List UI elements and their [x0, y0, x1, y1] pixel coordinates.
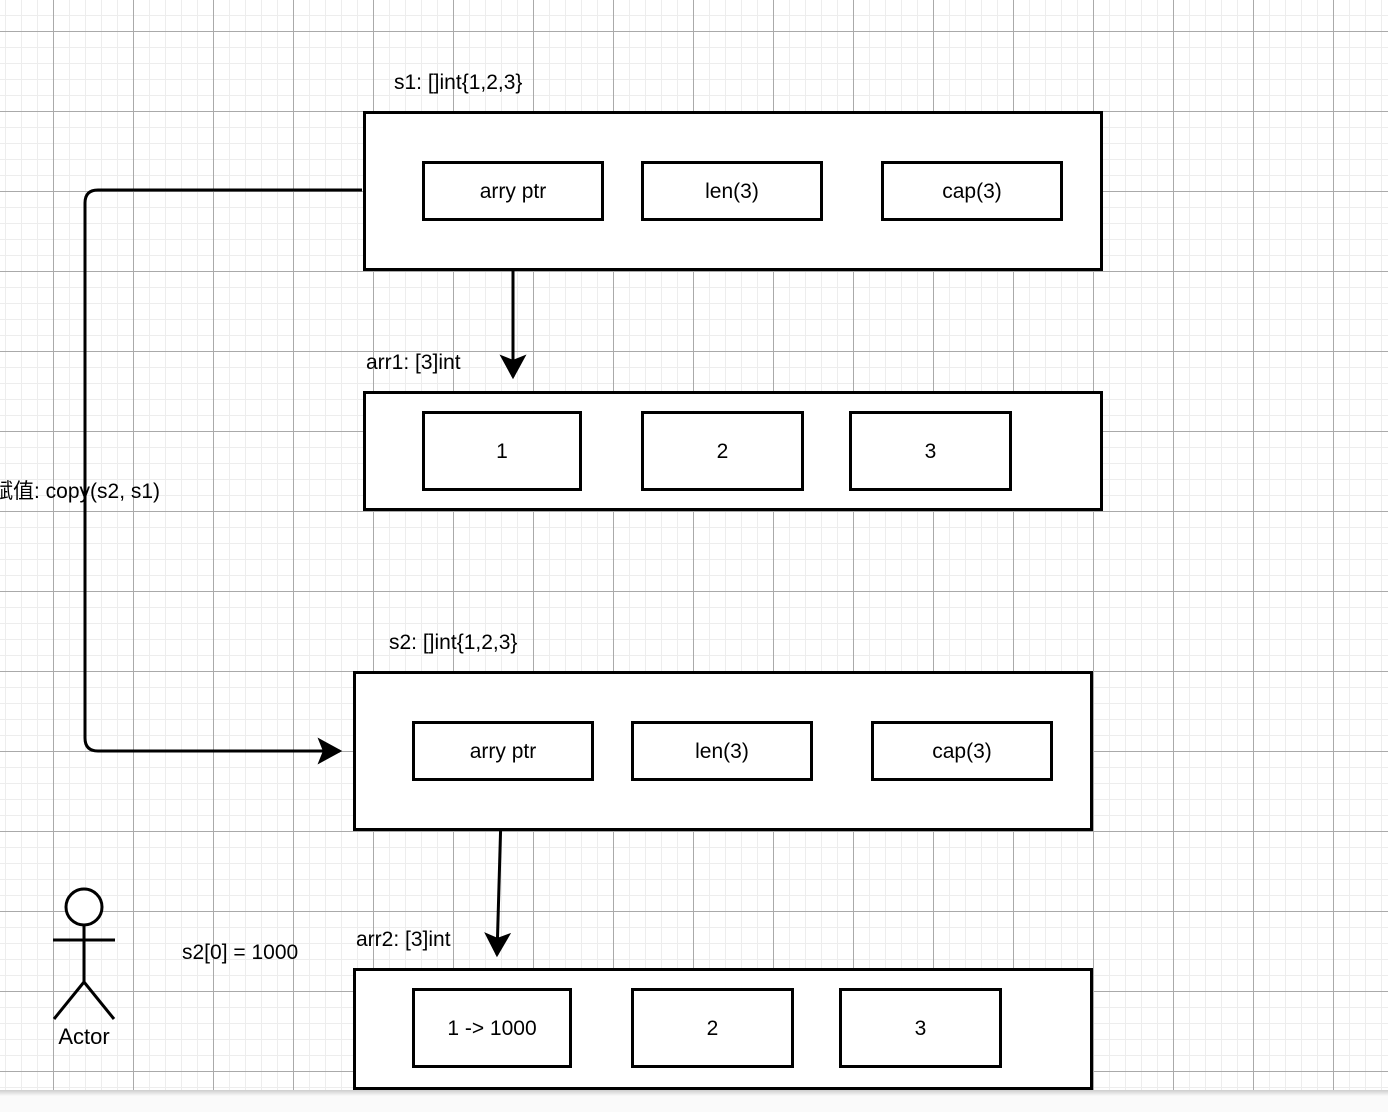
s1-field-cap[interactable]: cap(3): [881, 161, 1063, 221]
page-bottom-shadow: [0, 1090, 1388, 1096]
caption-arr1: arr1: [3]int: [366, 351, 461, 374]
arr1-element-0[interactable]: 1: [422, 411, 582, 491]
s1-field-arry-ptr[interactable]: arry ptr: [422, 161, 604, 221]
arr2-element-0[interactable]: 1 -> 1000: [412, 988, 572, 1068]
s1-field-len[interactable]: len(3): [641, 161, 823, 221]
s2-field-arry-ptr[interactable]: arry ptr: [412, 721, 594, 781]
arr1-element-2[interactable]: 3: [849, 411, 1012, 491]
caption-s1: s1: []int{1,2,3}: [394, 71, 523, 94]
arr1-element-1[interactable]: 2: [641, 411, 804, 491]
arr2-element-1[interactable]: 2: [631, 988, 794, 1068]
caption-s2: s2: []int{1,2,3}: [389, 631, 518, 654]
arr2-element-2[interactable]: 3: [839, 988, 1002, 1068]
caption-arr2: arr2: [3]int: [356, 928, 451, 951]
label-copy-assignment: 赋值: copy(s2, s1): [0, 480, 161, 503]
s2-field-cap[interactable]: cap(3): [871, 721, 1053, 781]
actor-label: Actor: [58, 1024, 110, 1049]
s2-field-len[interactable]: len(3): [631, 721, 813, 781]
label-s2-mutation: s2[0] = 1000: [182, 941, 299, 964]
